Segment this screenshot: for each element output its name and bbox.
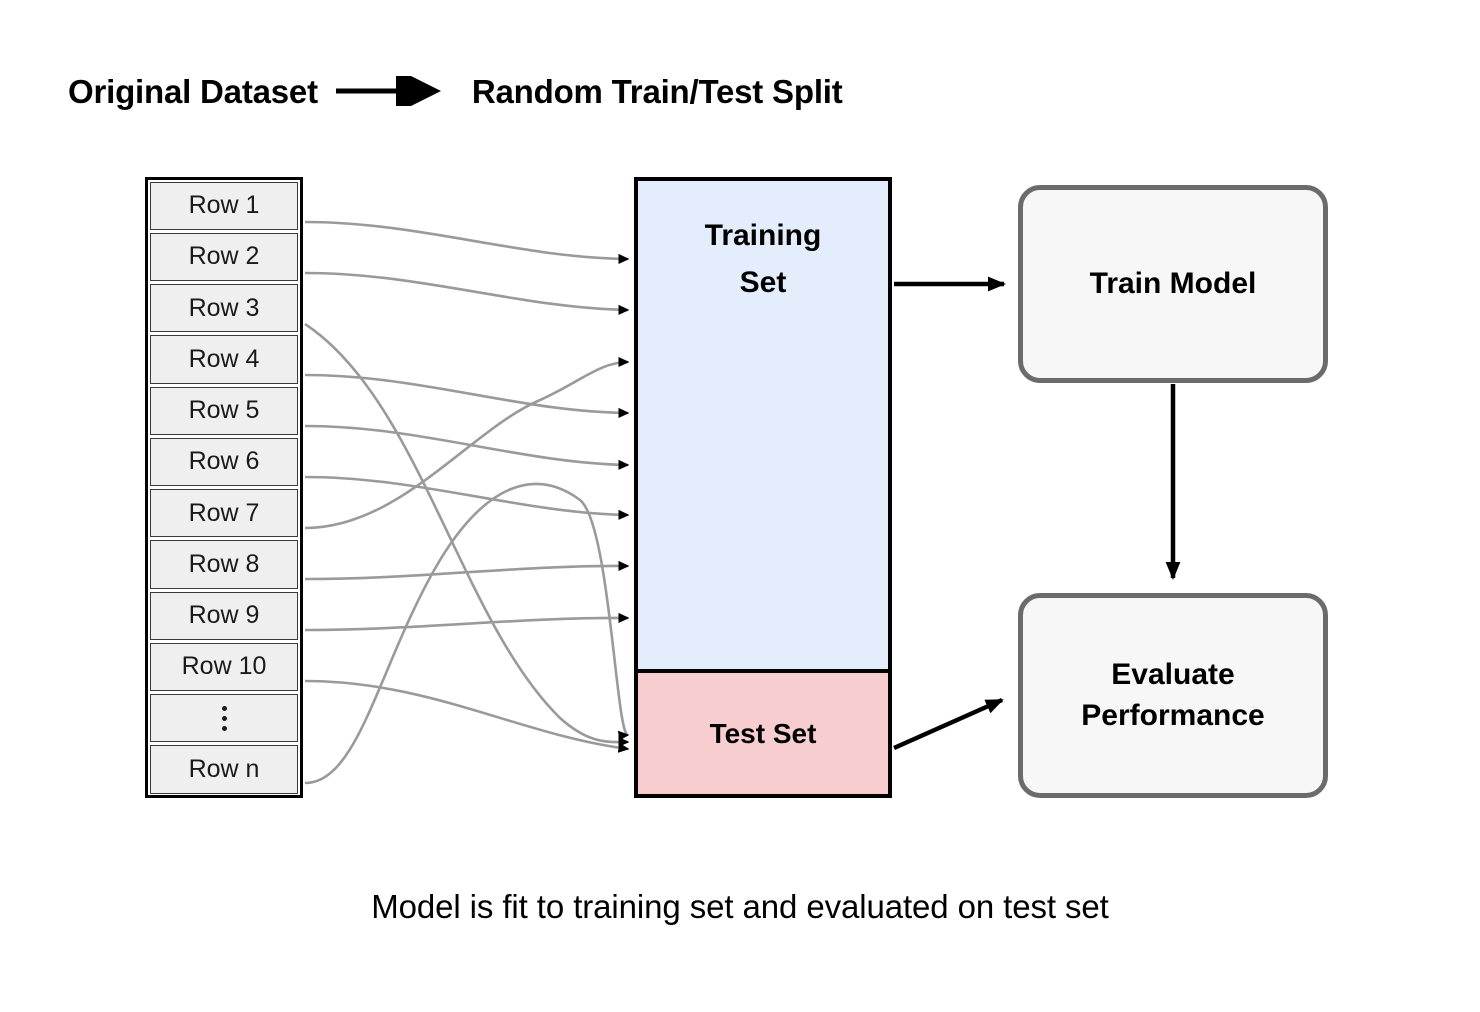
connector-row1: [304, 220, 630, 265]
test-set-section: Test Set: [638, 673, 888, 794]
diagram-title: Original Dataset Random Train/Test Split: [68, 62, 843, 120]
connector-row10-to-test: [304, 679, 630, 753]
title-right-text: Random Train/Test Split: [471, 72, 843, 110]
table-row: Row 10: [150, 642, 298, 691]
title-arrow-icon: [330, 68, 460, 114]
diagram-caption: Model is fit to training set and evaluat…: [371, 888, 1109, 925]
table-row: Row 9: [150, 591, 298, 640]
connector-row2: [304, 271, 630, 315]
train-model-label: Train Model: [1089, 266, 1257, 300]
evaluate-line2: Performance: [1081, 698, 1265, 732]
training-set-label-line1: Training: [704, 219, 822, 252]
connector-row3-to-test: [304, 322, 630, 748]
test-to-evaluate-arrow: [893, 697, 1004, 751]
connector-row5: [304, 424, 630, 470]
training-set-section: Training Set: [638, 181, 888, 673]
table-row: Row 2: [150, 232, 298, 281]
table-row: Row 5: [150, 386, 298, 435]
connector-row8: [304, 560, 630, 581]
training-set-label-line2: Set: [739, 265, 787, 299]
connector-row9: [304, 612, 630, 632]
connector-row6: [304, 475, 630, 520]
table-row: Row n: [150, 745, 298, 794]
row-to-split-connectors: [304, 220, 630, 785]
connector-rown-to-test: [304, 482, 630, 785]
table-row: Row 1: [150, 181, 298, 230]
train-test-split-box: Training Set Test Set: [634, 177, 892, 798]
table-row: Row 6: [150, 437, 298, 486]
table-row: Row 8: [150, 540, 298, 589]
table-row-ellipsis: [150, 694, 298, 743]
vertical-ellipsis-icon: [221, 705, 227, 731]
title-left-text: Original Dataset: [68, 72, 318, 110]
table-row: Row 4: [150, 335, 298, 384]
test-set-label: Test Set: [709, 717, 817, 749]
table-row: Row 7: [150, 489, 298, 538]
table-row: Row 3: [150, 284, 298, 333]
connector-row7: [304, 356, 630, 530]
train-model-box: Train Model: [1018, 185, 1328, 383]
connector-row4: [304, 373, 630, 419]
evaluate-line1: Evaluate: [1111, 658, 1235, 691]
original-dataset-table: Row 1 Row 2 Row 3 Row 4 Row 5 Row 6 Row …: [145, 177, 303, 798]
